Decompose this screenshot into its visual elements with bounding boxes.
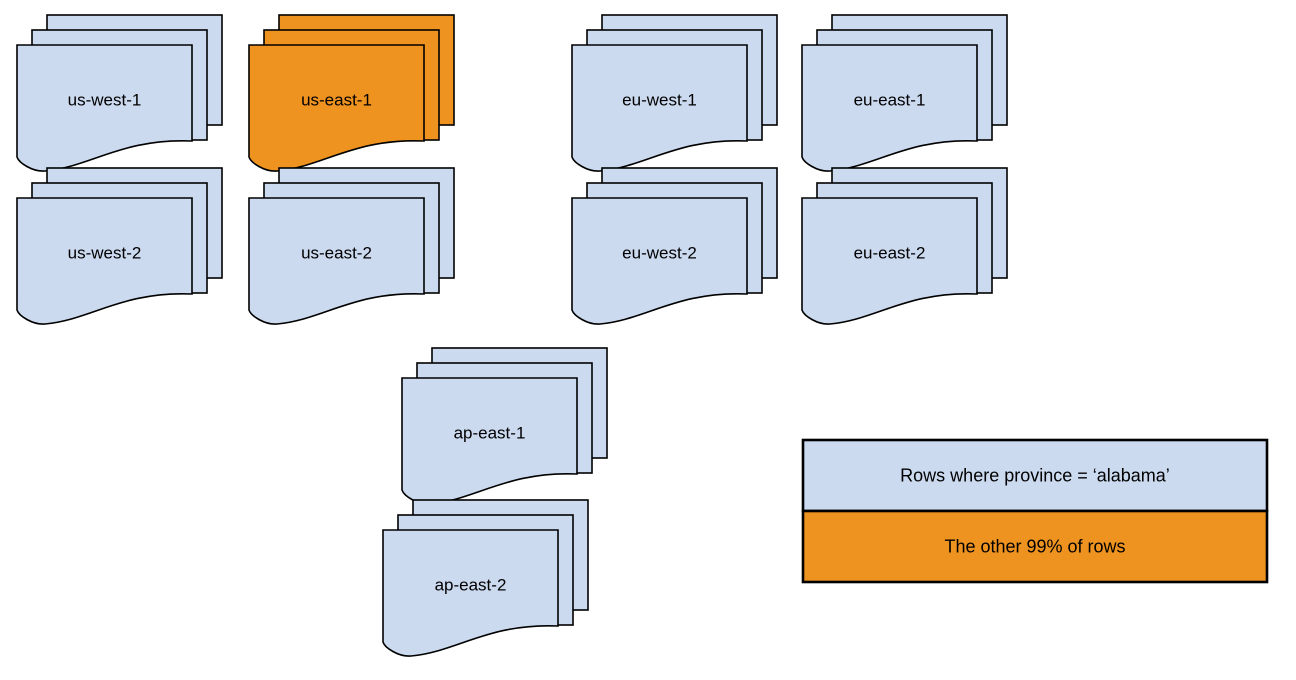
document-stack-label: eu-east-2 xyxy=(854,243,926,262)
document-stack-label: eu-west-2 xyxy=(622,243,697,262)
document-stack-label: us-east-1 xyxy=(301,90,372,109)
document-stack-us-west-1[interactable]: us-west-1 xyxy=(16,14,223,172)
document-stack-label: eu-west-1 xyxy=(622,90,697,109)
document-stack-ap-east-2[interactable]: ap-east-2 xyxy=(382,499,589,657)
document-stack-label: eu-east-1 xyxy=(854,90,926,109)
document-stack-label: us-east-2 xyxy=(301,243,372,262)
document-sheet-front xyxy=(801,197,978,325)
legend-row-blue-label: Rows where province = ‘alabama’ xyxy=(900,465,1170,485)
document-stack-us-west-2[interactable]: us-west-2 xyxy=(16,167,223,325)
legend-row-blue[interactable] xyxy=(801,438,1269,513)
document-sheet-front xyxy=(571,197,748,325)
legend-row-orange[interactable] xyxy=(801,509,1269,584)
document-sheet-front xyxy=(248,197,425,325)
document-stack-label: us-west-2 xyxy=(68,243,142,262)
document-stack-us-east-1[interactable]: us-east-1 xyxy=(248,14,455,172)
document-stack-eu-east-1[interactable]: eu-east-1 xyxy=(801,14,1008,172)
document-stack-eu-west-2[interactable]: eu-west-2 xyxy=(571,167,778,325)
legend: Rows where province = ‘alabama’ The other… xyxy=(801,438,1269,584)
document-stack-label: ap-east-2 xyxy=(435,575,507,594)
document-sheet-front xyxy=(382,529,559,657)
legend-row-orange-label: The other 99% of rows xyxy=(944,536,1125,556)
document-sheet-front xyxy=(16,197,193,325)
document-stack-eu-west-1[interactable]: eu-west-1 xyxy=(571,14,778,172)
document-stack-ap-east-1[interactable]: ap-east-1 xyxy=(401,347,608,505)
document-stack-us-east-2[interactable]: us-east-2 xyxy=(248,167,455,325)
document-stack-eu-east-2[interactable]: eu-east-2 xyxy=(801,167,1008,325)
document-stack-label: us-west-1 xyxy=(68,90,142,109)
document-stack-label: ap-east-1 xyxy=(454,423,526,442)
